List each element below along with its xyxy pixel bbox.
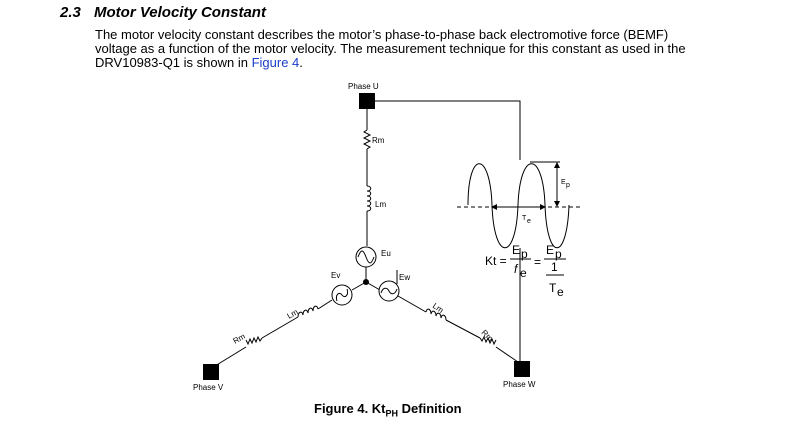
phase-w-terminal xyxy=(514,361,530,377)
ew-label: Ew xyxy=(399,273,410,282)
phase-u-terminal xyxy=(359,93,375,109)
formula-ep-numerator-sub: p xyxy=(521,247,528,261)
formula-te-sub: e xyxy=(557,285,564,299)
figure-4-link[interactable]: Figure 4 xyxy=(251,55,300,70)
phase-v-label: Phase V xyxy=(193,383,224,392)
paragraph-line-2: voltage as a function of the motor veloc… xyxy=(95,41,686,56)
body-paragraph: The motor velocity constant describes th… xyxy=(95,28,775,70)
formula-equals: = xyxy=(534,255,541,269)
ep-arrow-head-bottom xyxy=(554,201,560,207)
paragraph-line-1: The motor velocity constant describes th… xyxy=(95,27,669,42)
formula-te: T xyxy=(549,281,557,295)
ep-label: E xyxy=(561,179,566,186)
paragraph-line-3-prefix: DRV10983-Q1 is shown in xyxy=(95,55,252,70)
ev-sine-icon xyxy=(336,288,348,302)
te-sub-label: e xyxy=(527,218,531,225)
bemf-waveform xyxy=(467,163,570,249)
ev-label: Ev xyxy=(331,271,340,280)
w-inductor xyxy=(425,308,447,321)
u-lm-label: Lm xyxy=(375,200,386,209)
w-wire-neutral xyxy=(365,281,381,291)
v-rm-label: Rm xyxy=(232,332,248,346)
te-arrow-head-left xyxy=(491,204,497,210)
u-resistor xyxy=(362,129,372,150)
w-lm-label: Lm xyxy=(431,301,446,315)
caption-prefix: Figure 4. Kt xyxy=(314,401,386,416)
formula-ep-numerator: E xyxy=(512,243,520,257)
v-wire-terminal xyxy=(214,346,247,367)
w-wire-terminal xyxy=(495,346,519,363)
eu-sine-icon xyxy=(357,250,375,264)
u-rm-label: Rm xyxy=(372,136,385,145)
u-inductor xyxy=(366,185,372,212)
formula-ep-numerator-2-sub: p xyxy=(555,247,562,261)
formula-kt: Kt = xyxy=(485,254,507,268)
v-wire-mid xyxy=(317,299,333,310)
paragraph-line-3: DRV10983-Q1 is shown in Figure 4. xyxy=(95,56,775,70)
v-lm-label: Lm xyxy=(286,307,300,321)
section-number: 2.3 xyxy=(60,4,81,21)
formula-fe-denominator-sub: e xyxy=(520,266,527,280)
figure-caption: Figure 4. KtPH Definition xyxy=(314,401,462,419)
probe-wire-u xyxy=(375,100,521,160)
caption-sub: PH xyxy=(385,408,399,419)
phase-w-label: Phase W xyxy=(503,380,536,389)
v-wire-neutral xyxy=(351,281,367,291)
phase-u-label: Phase U xyxy=(348,82,379,91)
formula-fe-denominator: f xyxy=(514,262,519,276)
phase-v-terminal xyxy=(203,364,219,380)
eu-label: Eu xyxy=(381,249,391,258)
ep-sub-label: p xyxy=(566,182,570,189)
w-wire-mid xyxy=(397,295,427,313)
section-title: Motor Velocity Constant xyxy=(94,4,266,21)
caption-suffix: Definition xyxy=(398,401,462,416)
w-resistor xyxy=(479,335,497,346)
v-wire-low xyxy=(261,316,299,339)
w-wire-low xyxy=(445,319,481,339)
te-arrow-head-right xyxy=(540,204,546,210)
v-resistor xyxy=(245,335,263,346)
paragraph-line-3-suffix: . xyxy=(299,55,303,70)
formula-ep-numerator-2: E xyxy=(546,243,554,257)
ew-sine-icon xyxy=(380,287,398,295)
te-label: T xyxy=(522,215,527,222)
formula-one: 1 xyxy=(551,260,558,274)
ep-arrow-head-top xyxy=(554,162,560,168)
v-inductor xyxy=(297,305,319,318)
